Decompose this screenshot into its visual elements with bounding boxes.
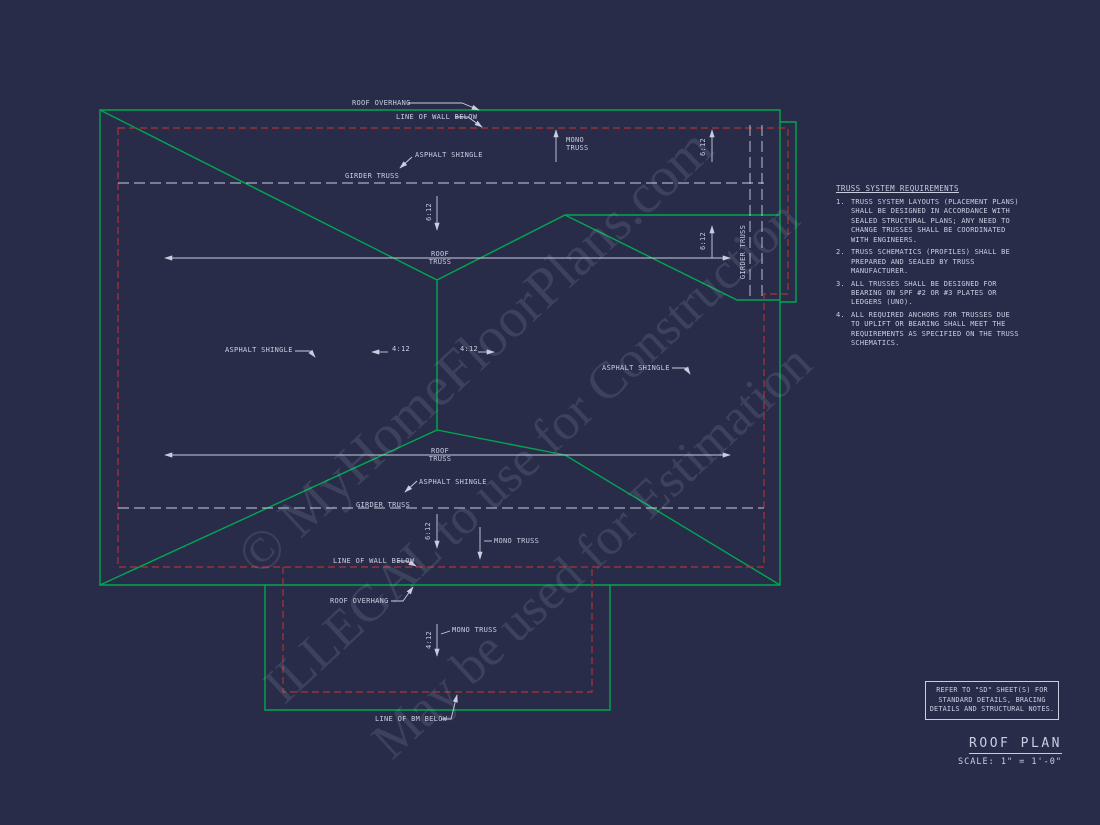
girder-truss-dashed-lines: [118, 125, 764, 509]
asphalt-shingle-label-left: ASPHALT SHINGLE: [225, 346, 293, 354]
roof-overhang-label-top: ROOF OVERHANG: [352, 99, 411, 107]
roof-truss-label-lower: ROOF TRUSS: [429, 447, 452, 463]
truss-note-4: 4. ALL REQUIRED ANCHORS FOR TRUSSES DUE …: [836, 311, 1020, 349]
truss-notes-block: TRUSS SYSTEM REQUIREMENTS 1. TRUSS SYSTE…: [836, 184, 1020, 352]
roof-truss-label-upper: ROOF TRUSS: [429, 250, 452, 266]
girder-truss-label-lower: GIRDER TRUSS: [356, 501, 411, 509]
asphalt-shingle-label-right: ASPHALT SHINGLE: [602, 364, 670, 372]
truss-note-4-text: ALL REQUIRED ANCHORS FOR TRUSSES DUE TO …: [851, 310, 1019, 348]
sheet-scale: SCALE: 1" = 1'-0": [958, 757, 1062, 767]
roof-truss-label-lower-line1: ROOF: [430, 446, 450, 455]
truss-note-2: 2. TRUSS SCHEMATICS (PROFILES) SHALL BE …: [836, 248, 1020, 276]
asphalt-shingle-label-lower: ASPHALT SHINGLE: [419, 478, 487, 486]
truss-note-3-number: 3.: [836, 279, 845, 288]
wall-below-label-bottom: LINE OF WALL BELOW: [333, 557, 415, 565]
mono-truss-label-top-line1: MONO: [566, 136, 585, 144]
slope-label-top-center: 6:12: [424, 202, 433, 222]
slope-label-top-right-upper: 6:12: [698, 137, 707, 157]
roof-truss-label-upper-line2: TRUSS: [428, 258, 452, 266]
truss-note-1-text: TRUSS SYSTEM LAYOUTS (PLACEMENT PLANS) S…: [851, 198, 1019, 244]
sheet-titleblock: ROOF PLAN SCALE: 1" = 1'-0": [958, 732, 1062, 767]
mono-truss-label-lower: MONO TRUSS: [494, 537, 540, 545]
truss-notes-title: TRUSS SYSTEM REQUIREMENTS: [836, 184, 959, 193]
truss-note-2-text: TRUSS SCHEMATICS (PROFILES) SHALL BE PRE…: [851, 248, 1010, 276]
girder-truss-label-right: GIRDER TRUSS: [738, 224, 747, 280]
mono-truss-label-top-line2: TRUSS: [566, 144, 589, 153]
slope-arrows: [371, 129, 715, 657]
truss-note-2-number: 2.: [836, 248, 845, 257]
truss-direction-lines: [164, 255, 731, 458]
truss-note-4-number: 4.: [836, 310, 845, 319]
girder-truss-label-top: GIRDER TRUSS: [345, 172, 400, 180]
roof-outline-green: [99, 109, 797, 711]
roof-truss-label-lower-line2: TRUSS: [428, 455, 452, 463]
truss-note-1-number: 1.: [836, 198, 845, 206]
mono-truss-label-extension: MONO TRUSS: [452, 626, 498, 634]
bm-below-label: LINE OF BM BELOW: [375, 715, 448, 723]
roof-truss-label-upper-line1: ROOF: [430, 249, 450, 258]
asphalt-shingle-label-top: ASPHALT SHINGLE: [415, 151, 483, 159]
wall-below-red-dashed: [117, 127, 789, 693]
roof-overhang-label-bottom: ROOF OVERHANG: [330, 597, 389, 605]
slope-label-mid-right: 4:12: [460, 345, 479, 353]
slope-label-top-right-lower: 6:12: [698, 231, 707, 251]
truss-note-1: 1. TRUSS SYSTEM LAYOUTS (PLACEMENT PLANS…: [836, 198, 1020, 245]
sheet-title: ROOF PLAN: [969, 736, 1062, 754]
leader-lines: [295, 102, 691, 720]
slope-label-lower-center: 6:12: [423, 521, 432, 541]
truss-note-3: 3. ALL TRUSSES SHALL BE DESIGNED FOR BEA…: [836, 280, 1020, 308]
slope-label-extension: 4:12: [424, 630, 433, 650]
mono-truss-label-top: MONO TRUSS: [566, 136, 589, 152]
wall-below-label-top: LINE OF WALL BELOW: [396, 113, 478, 121]
truss-note-3-text: ALL TRUSSES SHALL BE DESIGNED FOR BEARIN…: [851, 279, 997, 307]
sd-reference-note: REFER TO "SD" SHEET(S) FOR STANDARD DETA…: [925, 681, 1059, 720]
slope-label-mid-left: 4:12: [392, 345, 411, 353]
